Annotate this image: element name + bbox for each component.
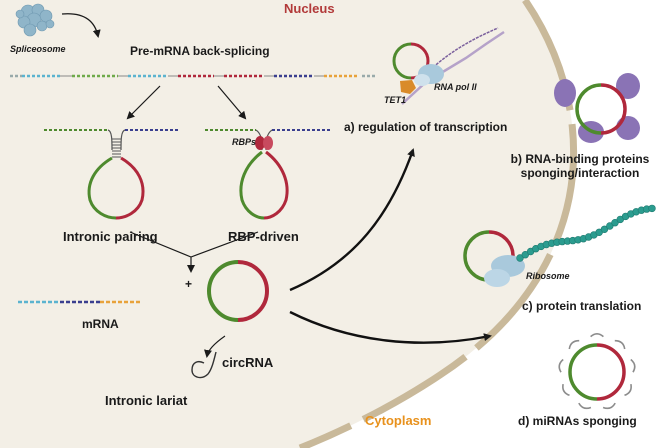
pre-mrna-title: Pre-mRNA back-splicing (130, 44, 270, 58)
arrow-to-lariat (204, 335, 226, 358)
nucleus-title: Nucleus (284, 1, 335, 16)
arrow-to-translation (289, 310, 492, 344)
intronic-pairing-structure (44, 129, 178, 220)
rbp-protein-left (255, 136, 265, 150)
cytoplasm-title: Cytoplasm (365, 413, 432, 428)
tet1-label: TET1 (384, 95, 407, 105)
rbps-label: RBPs (232, 137, 257, 147)
function-b-line1: b) RNA-binding proteins (510, 152, 650, 166)
spliceosome-icon (15, 3, 55, 37)
intronic-pairing-label: Intronic pairing (63, 229, 158, 244)
rbp-protein-right (263, 136, 273, 150)
rbp-sponging-complex (554, 73, 640, 143)
rbp-driven-label: RBP-driven (228, 229, 299, 244)
function-b-label: b) RNA-binding proteins sponging/interac… (497, 152, 663, 181)
nucleus-region (0, 0, 574, 448)
tet1-icon (400, 80, 416, 94)
intronic-lariat-icon (191, 351, 217, 379)
mirna-sponging-complex (558, 333, 636, 410)
merge-arrows (129, 231, 259, 271)
spliceosome-label: Spliceosome (10, 44, 66, 54)
function-c-label: c) protein translation (522, 299, 642, 313)
rbp-driven-structure (205, 129, 330, 220)
function-b-line2: sponging/interaction (520, 165, 640, 180)
mirna-strands (558, 333, 636, 410)
circrna-label: circRNA (222, 355, 274, 370)
transcription-complex (392, 27, 505, 105)
mrna-label: mRNA (82, 317, 119, 331)
peptide-chain (516, 204, 656, 262)
arrow-to-intronic-pairing (126, 85, 161, 120)
ribosome-label: Ribosome (526, 271, 570, 281)
circrna-ring (207, 260, 269, 322)
spliceosome-arrow (61, 13, 101, 38)
arrow-to-transcription (289, 148, 415, 292)
arrow-to-rbp-driven (217, 85, 247, 120)
rna-transcript (429, 27, 499, 71)
function-d-label: d) miRNAs sponging (518, 414, 637, 428)
function-a-label: a) regulation of transcription (344, 120, 508, 134)
rna-pol-ii-label: RNA pol II (434, 82, 477, 92)
intronic-lariat-label: Intronic lariat (105, 393, 188, 408)
plus-sign: + (185, 277, 193, 291)
translation-complex (463, 204, 656, 287)
